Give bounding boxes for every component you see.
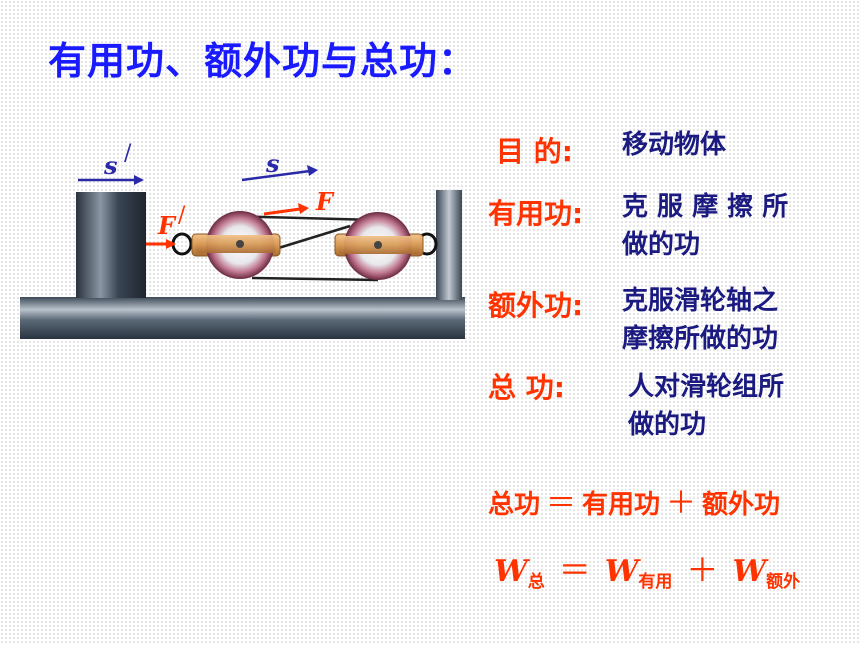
label-f-prime: F <box>157 211 177 240</box>
symbol-plus: ＋ <box>686 551 719 589</box>
pulley-diagram: s / s F F / <box>20 141 465 339</box>
value-useful-work: 克 服 摩 擦 所 做的功 <box>622 188 788 264</box>
formula-total: 总功 <box>488 490 541 520</box>
label-useful-work: 有用功: <box>488 197 584 230</box>
formula-extra: 额外功 <box>702 490 781 520</box>
value-total-work: 人对滑轮组所 做的功 <box>628 368 784 444</box>
arrow-s <box>241 169 311 182</box>
symbol-eq: ＝ <box>558 551 591 589</box>
pulley-axle <box>374 241 382 249</box>
block <box>76 192 146 298</box>
label-total-work: 总 功: <box>488 371 565 404</box>
value-extra-line1: 克服滑轮轴之 <box>622 286 779 316</box>
arrow-head <box>166 239 176 249</box>
arrow-head <box>134 175 144 185</box>
label-s-prime-mark: / <box>124 141 132 166</box>
pulley-axle <box>236 240 244 248</box>
value-total-line1: 人对滑轮组所 <box>628 372 785 402</box>
wall-post <box>436 190 462 300</box>
label-f-prime-mark: / <box>178 203 186 228</box>
page-title: 有用功、额外功与总功： <box>48 39 478 83</box>
value-total-line2: 做的功 <box>628 410 707 440</box>
value-useful-line2: 做的功 <box>622 230 701 260</box>
value-purpose: 移动物体 <box>622 130 727 160</box>
label-s: s <box>265 149 280 178</box>
formula-plus: ＋ <box>666 486 697 521</box>
symbol-w-useful: W <box>604 554 639 589</box>
arrow-f <box>263 207 301 216</box>
value-useful-line1: 克 服 摩 擦 所 <box>622 192 789 222</box>
formula-useful: 有用功 <box>582 490 661 520</box>
word-formula: 总功＝有用功＋额外功 <box>488 478 780 522</box>
formula-eq: ＝ <box>546 486 577 521</box>
symbol-sub-useful: 有用 <box>638 572 673 592</box>
symbol-sub-extra: 额外 <box>766 572 801 592</box>
arrow-head <box>298 203 309 214</box>
label-s-prime: s <box>103 151 118 180</box>
label-extra-work: 额外功: <box>488 289 584 322</box>
symbol-w-extra: W <box>732 554 767 589</box>
symbol-formula: W总＝W有用＋W额外 <box>494 545 800 592</box>
label-f: F <box>315 187 335 216</box>
value-extra-line2: 摩擦所做的功 <box>622 324 779 354</box>
symbol-sub-total: 总 <box>527 572 545 592</box>
arrow-head <box>307 165 318 176</box>
floor <box>20 297 465 339</box>
label-purpose: 目 的: <box>496 135 573 168</box>
symbol-w-total: W <box>494 554 528 589</box>
rope <box>251 276 379 282</box>
value-extra-work: 克服滑轮轴之 摩擦所做的功 <box>622 282 778 358</box>
rope <box>271 224 351 252</box>
